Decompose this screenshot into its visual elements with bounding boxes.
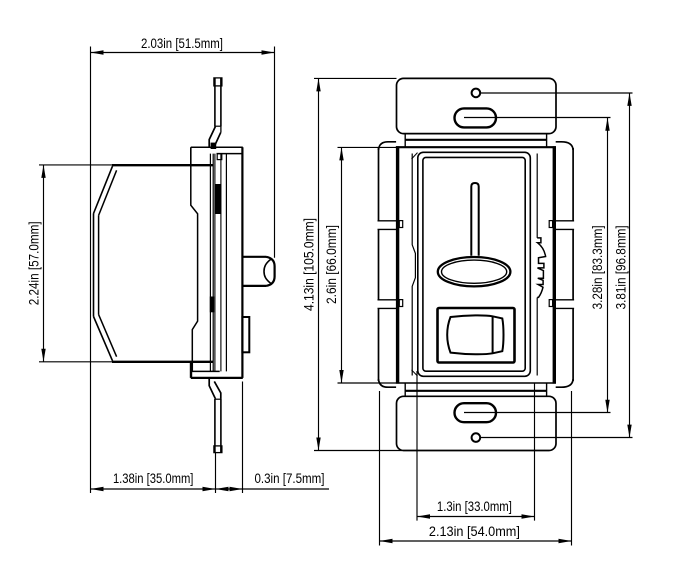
svg-text:3.28in [83.3mm]: 3.28in [83.3mm] xyxy=(590,225,605,309)
svg-text:1.38in [35.0mm]: 1.38in [35.0mm] xyxy=(113,471,194,486)
svg-text:2.6in [66.0mm]: 2.6in [66.0mm] xyxy=(324,225,339,304)
svg-text:0.3in [7.5mm]: 0.3in [7.5mm] xyxy=(255,471,325,486)
svg-text:2.13in [54.0mm]: 2.13in [54.0mm] xyxy=(429,524,520,539)
svg-text:1.3in [33.0mm]: 1.3in [33.0mm] xyxy=(437,499,512,514)
svg-text:4.13in [105.0mm]: 4.13in [105.0mm] xyxy=(301,218,316,311)
svg-text:2.03in [51.5mm]: 2.03in [51.5mm] xyxy=(141,36,223,51)
svg-text:2.24in [57.0mm]: 2.24in [57.0mm] xyxy=(27,221,42,305)
svg-text:3.81in [96.8mm]: 3.81in [96.8mm] xyxy=(613,225,628,309)
